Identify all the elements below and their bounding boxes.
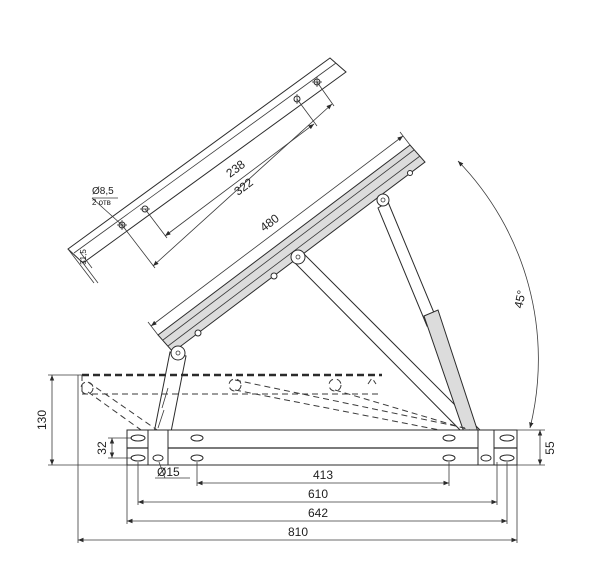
label-55: 55 (543, 441, 557, 455)
spring-end-joint (376, 193, 390, 207)
pivot-joint (170, 345, 186, 361)
label-hole-dia: Ø15 (157, 465, 180, 479)
base-hole (442, 434, 456, 462)
label-610: 610 (308, 487, 328, 501)
label-angle-45: 45° (511, 289, 529, 310)
label-mount-hole-count: 2 отв (92, 198, 111, 207)
top-arm (147, 131, 426, 353)
pivot-joint (290, 249, 306, 265)
label-32: 32 (95, 441, 109, 455)
base-plate (126, 429, 518, 466)
arm-hole (194, 329, 202, 337)
label-31-5: 31,5 (79, 249, 88, 265)
linkage (151, 249, 481, 448)
label-413: 413 (313, 468, 333, 482)
base-hole (499, 434, 515, 462)
vertical-dimensions (48, 374, 545, 466)
label-mount-hole-dia: Ø8,5 (92, 186, 114, 197)
label-480: 480 (257, 211, 282, 234)
arm-hole (407, 170, 413, 176)
base-hole (130, 434, 146, 462)
base-hole (152, 454, 492, 462)
gas-spring (376, 193, 479, 443)
base-hole (190, 434, 204, 462)
arm-hole (270, 272, 278, 280)
dim-line-480 (150, 135, 404, 327)
label-642: 642 (308, 506, 328, 520)
label-130: 130 (35, 410, 49, 430)
label-322: 322 (231, 175, 256, 198)
angle-arc (457, 160, 539, 429)
bottom-dimensions (77, 375, 518, 543)
label-810: 810 (288, 525, 308, 539)
closed-position-outline (80, 373, 471, 441)
